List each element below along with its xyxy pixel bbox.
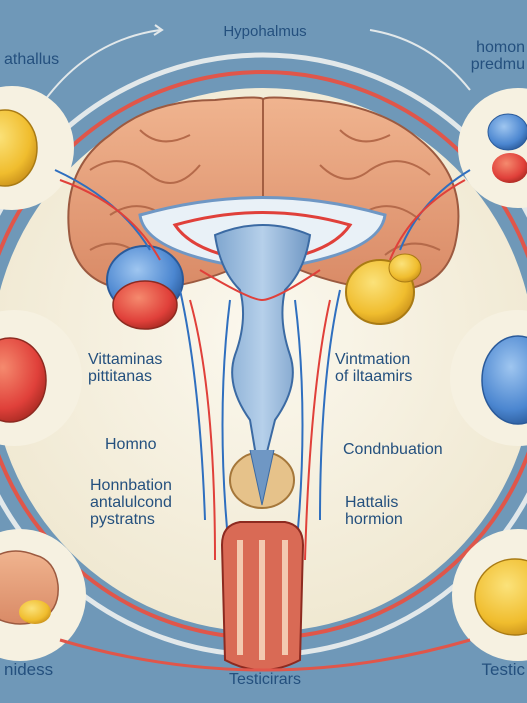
label-top-left: athallus [4, 51, 60, 68]
label-left-mid: Vittaminas pittitanas [88, 351, 163, 385]
label-top-right: homon predmu [470, 39, 525, 73]
label-right-bottom: Hattalis hormion [345, 494, 403, 528]
label-left-lower: Homno [105, 436, 157, 453]
label-right-mid: Vintmation of iltaamirs [335, 351, 413, 385]
gland-red-icon [0, 310, 82, 446]
label-bottom-right: Testic [481, 660, 525, 679]
pituitary-stalk-icon [213, 224, 312, 509]
gland-yellow-icon [452, 529, 527, 661]
label-left-bottom: Honnbation antalulcond pystratns [90, 477, 172, 528]
testis-icon [220, 521, 305, 671]
gland-blue-icon [450, 310, 527, 446]
label-bottom-left: nidess [4, 660, 54, 679]
label-right-lower: Condnbuation [343, 441, 443, 458]
gland-yellow-icon [0, 86, 74, 210]
label-bottom-center: Testicirars [228, 671, 301, 688]
label-hypothalamus: Hypohalmus [223, 23, 307, 40]
brain-icon [0, 529, 86, 661]
gland-blue-icon [458, 88, 527, 208]
